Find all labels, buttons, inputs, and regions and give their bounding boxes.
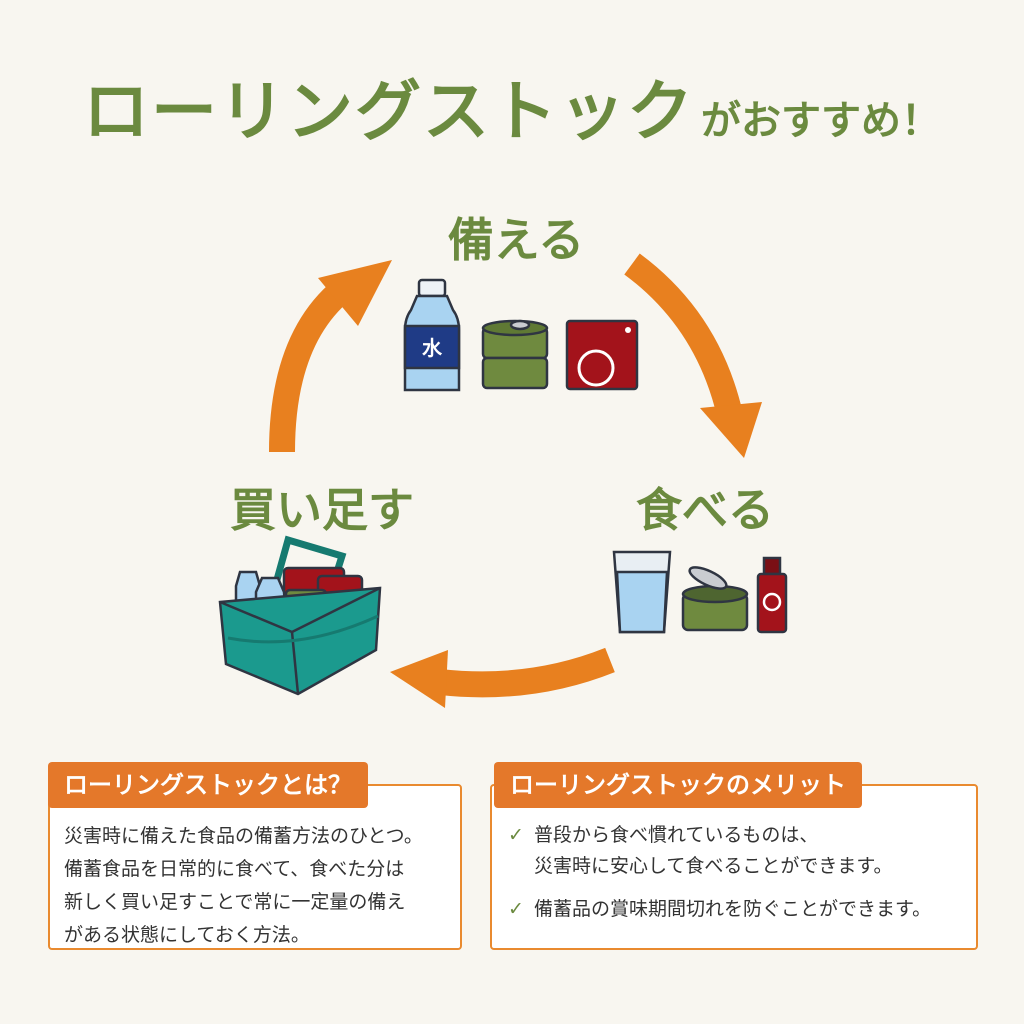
water-bottle-icon	[403, 278, 461, 392]
title-main: ローリングストック	[83, 73, 695, 150]
canned-food-icon	[481, 319, 549, 390]
small-bottle-icon	[756, 556, 788, 634]
about-text: 災害時に備えた食品の備蓄方法のひとつ。 備蓄食品を日常的に食べて、食べた分は 新…	[64, 820, 423, 952]
about-line: 備蓄食品を日常的に食べて、食べた分は	[64, 858, 405, 880]
step-rebuy: 買い足す	[230, 483, 414, 537]
merit-list: ✓ 普段から食べ慣れているものは、 災害時に安心して食べることができます。 ✓ 備蓄…	[508, 820, 931, 925]
about-heading: ローリングストックとは？	[48, 762, 368, 808]
title-sub: がおすすめ！	[701, 98, 941, 144]
cycle-diagram: 水	[218, 253, 788, 708]
arrow-prepare-to-eat	[624, 253, 762, 458]
merit-text: 災害時に安心して食べることができます。	[534, 855, 893, 877]
water-label: 水	[422, 336, 443, 360]
check-icon: ✓	[508, 898, 524, 920]
merit-item-continued: 災害時に安心して食べることができます。	[508, 851, 931, 882]
arrow-eat-to-rebuy	[390, 647, 615, 708]
about-line: 災害時に備えた食品の備蓄方法のひとつ。	[64, 825, 423, 847]
merit-text: 普段から食べ慣れているものは、	[534, 824, 819, 846]
about-line: 新しく買い足すことで常に一定量の備え	[64, 891, 406, 913]
glass-of-water-icon	[612, 550, 672, 634]
page-title: ローリングストックがおすすめ！	[0, 58, 1024, 154]
shopping-basket-icon	[218, 535, 382, 696]
merit-heading: ローリングストックのメリット	[494, 762, 862, 808]
merit-item: ✓ 普段から食べ慣れているものは、	[508, 820, 931, 851]
about-line: がある状態にしておく方法。	[64, 924, 310, 946]
retort-pouch-icon	[565, 319, 639, 391]
merit-text: 備蓄品の賞味期間切れを防ぐことができます。	[534, 898, 932, 920]
merit-item: ✓ 備蓄品の賞味期間切れを防ぐことができます。	[508, 894, 931, 925]
step-eat: 食べる	[636, 483, 774, 537]
arrow-rebuy-to-prepare	[269, 260, 392, 453]
about-box: 災害時に備えた食品の備蓄方法のひとつ。 備蓄食品を日常的に食べて、食べた分は 新…	[48, 784, 462, 950]
merit-box: ✓ 普段から食べ慣れているものは、 災害時に安心して食べることができます。 ✓ 備蓄…	[490, 784, 978, 950]
check-icon: ✓	[508, 824, 524, 846]
open-can-icon	[681, 566, 749, 632]
step-prepare: 備える	[447, 213, 585, 267]
